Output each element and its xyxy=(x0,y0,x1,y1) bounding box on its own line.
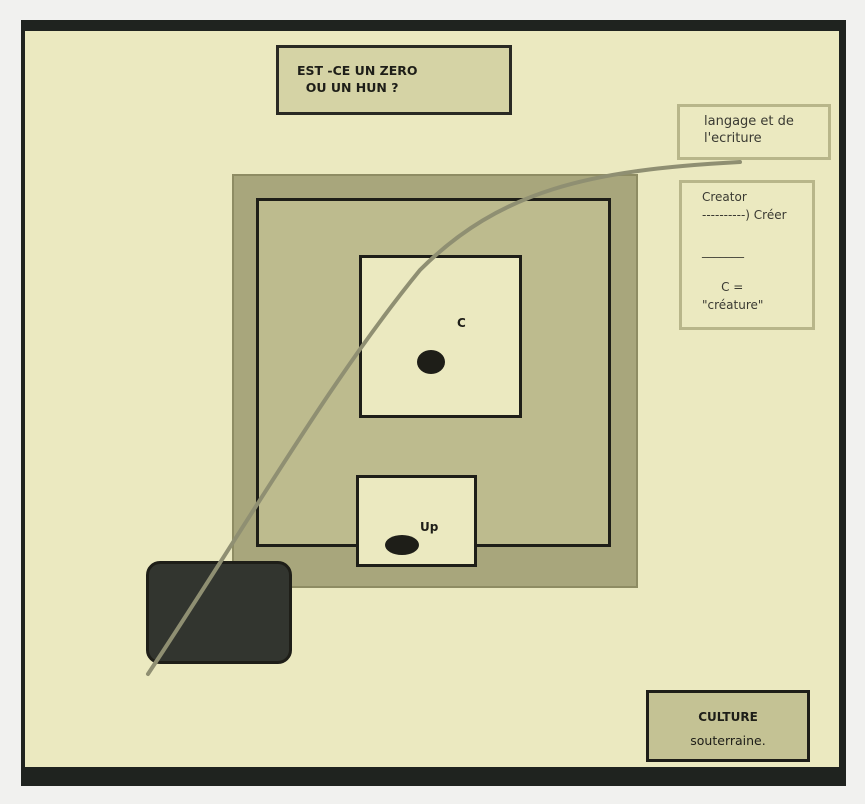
c-box xyxy=(359,255,522,418)
culture-box: CULTURE souterraine. xyxy=(646,690,810,762)
language-note-text: langage et de l'ecriture xyxy=(704,114,794,146)
language-note-box: langage et de l'ecriture xyxy=(677,104,831,160)
label-up: Up xyxy=(420,520,439,534)
dark-block xyxy=(146,561,292,664)
creator-note-text: Creator ----------) Créer _______ C = "c… xyxy=(702,190,787,312)
up-box xyxy=(356,475,477,567)
label-c: C xyxy=(457,316,466,330)
title-box: EST -CE UN ZERO OU UN HUN ? xyxy=(276,45,512,115)
culture-subtitle: souterraine. xyxy=(690,733,766,748)
title-text: EST -CE UN ZERO OU UN HUN ? xyxy=(297,63,418,95)
culture-title: CULTURE xyxy=(698,710,758,724)
creator-note-box: Creator ----------) Créer _______ C = "c… xyxy=(679,180,815,330)
